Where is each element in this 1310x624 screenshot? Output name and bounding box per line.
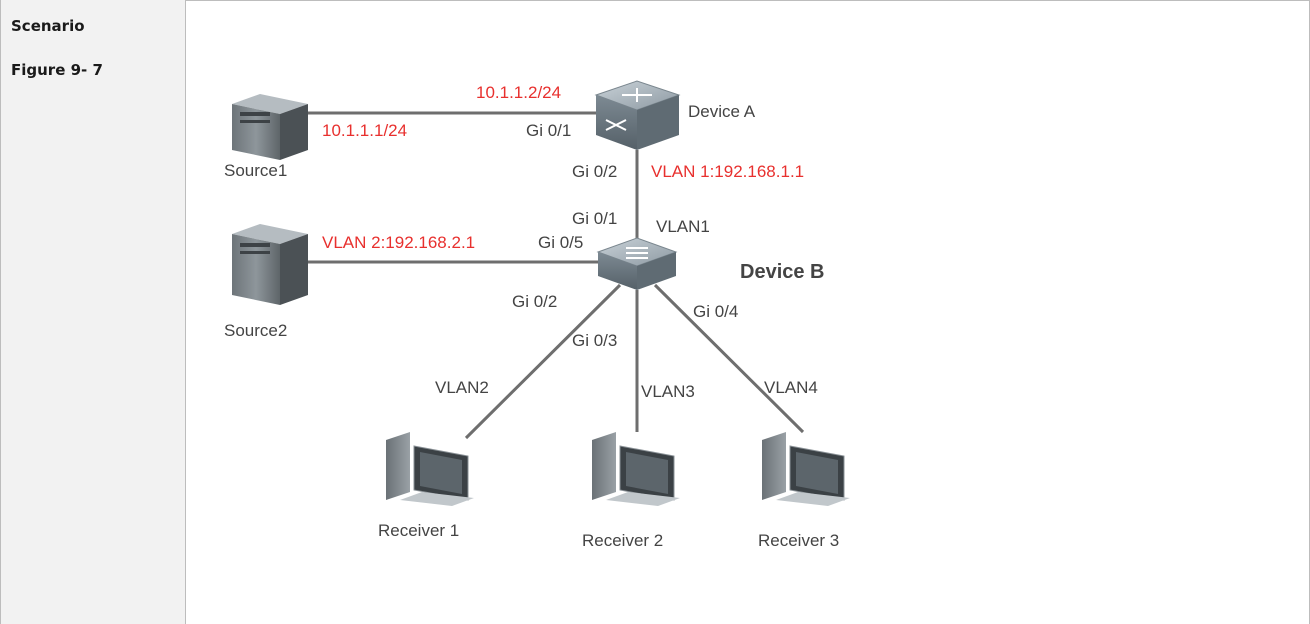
port-b-gi01-label: Gi 0/1	[572, 209, 617, 228]
device-a-label: Device A	[688, 102, 756, 121]
vlan4-link-label: VLAN4	[764, 378, 818, 397]
vlan2-link-label: VLAN2	[435, 378, 489, 397]
port-b-gi02-label: Gi 0/2	[512, 292, 557, 311]
device-b-switch-icon	[596, 237, 678, 290]
scenario-label: Scenario	[11, 17, 85, 35]
receiver3-label: Receiver 3	[758, 531, 839, 550]
source1-label: Source1	[224, 161, 287, 180]
receiver3-pc-icon	[762, 432, 850, 506]
port-a-gi01-label: Gi 0/1	[526, 121, 571, 140]
link-device-b-receiver1	[464, 283, 622, 440]
table-border-top	[0, 0, 1310, 1]
vlan1-ip-label: VLAN 1:192.168.1.1	[651, 162, 804, 181]
ip-source1-label: 10.1.1.1/24	[322, 121, 407, 140]
link-device-b-receiver3	[653, 283, 805, 434]
port-b-gi03-label: Gi 0/3	[572, 331, 617, 350]
figure-number-label: Figure 9- 7	[11, 61, 103, 79]
source2-label: Source2	[224, 321, 287, 340]
receiver1-pc-icon	[386, 432, 474, 506]
port-b-gi04-label: Gi 0/4	[693, 302, 738, 321]
ip-device-a-label: 10.1.1.2/24	[476, 83, 561, 102]
vlan3-link-label: VLAN3	[641, 382, 695, 401]
vlan-b-label: VLAN1	[656, 217, 710, 236]
receiver1-label: Receiver 1	[378, 521, 459, 540]
port-a-gi02-label: Gi 0/2	[572, 162, 617, 181]
receiver2-label: Receiver 2	[582, 531, 663, 550]
labels: Device A Device B Source1 Source2 Receiv…	[224, 83, 839, 550]
links	[308, 111, 805, 440]
receiver2-pc-icon	[592, 432, 680, 506]
label-cell: Scenario Figure 9- 7	[0, 0, 186, 624]
source2-server-icon	[232, 224, 308, 305]
source1-server-icon	[232, 94, 308, 160]
device-b-label: Device B	[740, 261, 825, 283]
vlan2-ip-label: VLAN 2:192.168.2.1	[322, 233, 475, 252]
device-a-switch-icon	[594, 80, 681, 150]
port-b-gi05-label: Gi 0/5	[538, 233, 583, 252]
